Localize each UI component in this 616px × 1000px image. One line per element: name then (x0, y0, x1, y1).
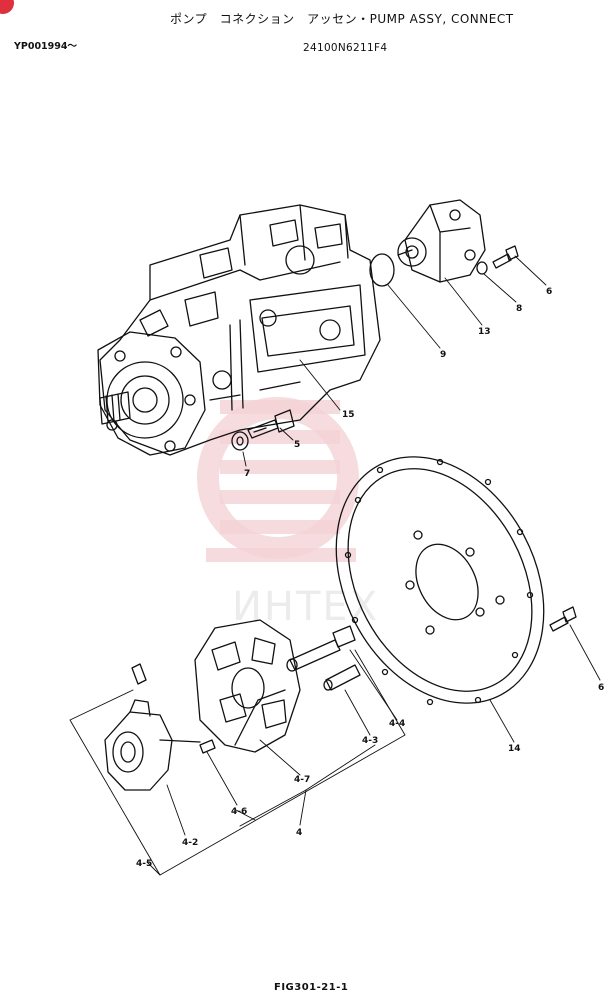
washer-8-illustration (476, 261, 488, 275)
gear-pump-13-illustration (397, 199, 486, 283)
flywheel-14-illustration (335, 456, 545, 706)
callout-4-5: 4-5 (136, 859, 153, 869)
diagram-title: ポンプ コネクション アッセン・PUMP ASSY, CONNECT (170, 12, 514, 26)
bolt-4-6-illustration (199, 739, 216, 754)
washer-7-illustration (231, 431, 249, 451)
callout-4-6: 4-6 (231, 807, 248, 817)
pin-4-3-illustration (323, 664, 361, 691)
hub-4-2-illustration (104, 699, 201, 791)
callout-6-lower: 6 (598, 683, 605, 693)
corner-badge-icon (0, 0, 14, 14)
callout-9: 9 (440, 350, 447, 360)
bolt-5-illustration (247, 409, 295, 439)
callout-14: 14 (508, 744, 521, 754)
callout-8: 8 (516, 304, 523, 314)
bolt-4-4-illustration (286, 625, 356, 672)
o-ring-9-illustration (369, 253, 395, 287)
callout-4-4: 4-4 (389, 719, 406, 729)
callout-15: 15 (342, 410, 355, 420)
callout-4-3: 4-3 (362, 736, 379, 746)
figure-number: FIG301-21-1 (274, 982, 349, 993)
set-screw-4-5-illustration (131, 663, 147, 685)
bolt-6-upper-illustration (492, 245, 519, 269)
main-pump-illustration (97, 204, 381, 456)
coupling-element-4-7-illustration (194, 619, 301, 753)
callout-7: 7 (244, 469, 251, 479)
callout-4-2: 4-2 (182, 838, 199, 848)
bolt-6-lower-illustration (549, 606, 577, 632)
callout-5: 5 (294, 440, 301, 450)
callout-6-upper: 6 (546, 287, 553, 297)
part-number: 24100N6211F4 (303, 42, 388, 54)
callout-13: 13 (478, 327, 491, 337)
callout-4: 4 (296, 828, 303, 838)
callout-4-7: 4-7 (294, 775, 311, 785)
serial-range: YP001994〜 (14, 41, 78, 52)
